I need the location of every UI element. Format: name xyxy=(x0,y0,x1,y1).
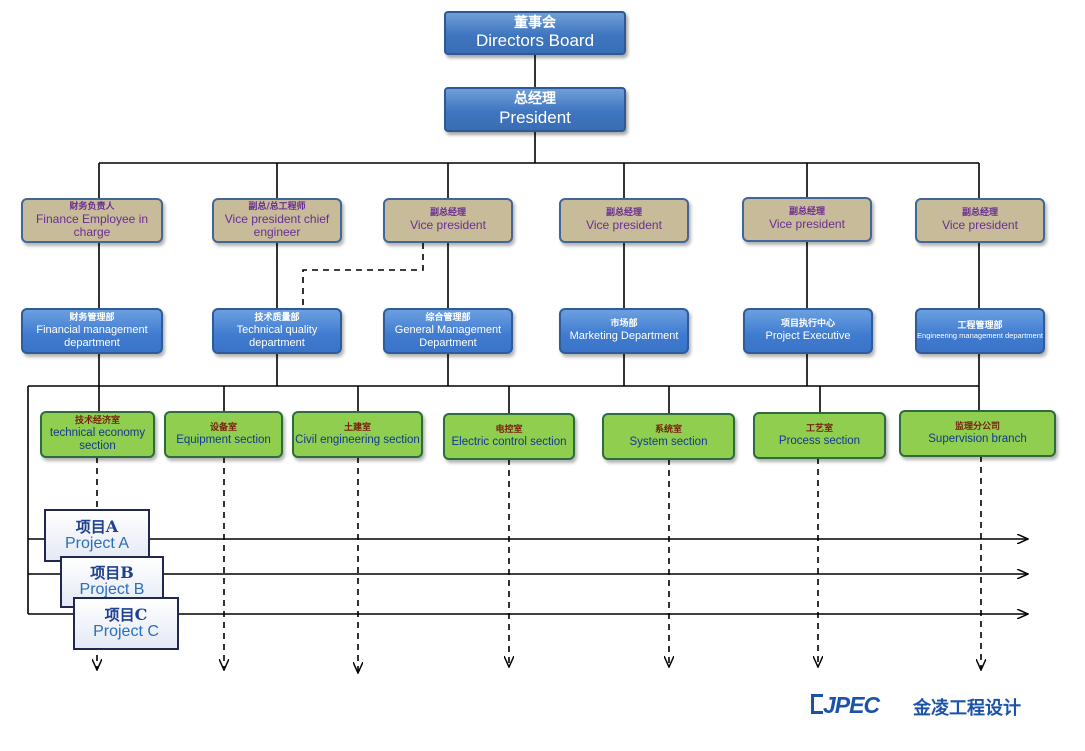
dashed-link-line xyxy=(302,243,424,309)
president-box: 总经理 President xyxy=(444,87,626,132)
section-process-box: 工艺室 Process section xyxy=(753,412,886,459)
section-en: Electric control section xyxy=(451,435,567,448)
executive-en: Vice president chief engineer xyxy=(224,211,330,240)
executive-vp-chief-engineer-box: 副总/总工程师 Vice president chief engineer xyxy=(212,198,342,243)
project-c-card: 项目C Project C xyxy=(73,597,179,650)
department-cn: 综合管理部 xyxy=(425,313,471,324)
dept-engineering-management-box: 工程管理部 Engineering management department xyxy=(915,308,1045,354)
project-a-cn: 项目A xyxy=(75,516,119,536)
section-cn: 电控室 xyxy=(495,424,523,435)
section-equipment-box: 设备室 Equipment section xyxy=(164,411,283,458)
project-a-card: 项目A Project A xyxy=(44,509,150,562)
section-system-box: 系统室 System section xyxy=(602,413,735,460)
department-en: Technical quality department xyxy=(236,324,318,349)
executive-cn: 财务负责人 xyxy=(69,201,115,212)
executive-cn: 副总经理 xyxy=(961,208,998,219)
executive-cn: 副总经理 xyxy=(605,208,642,219)
executive-en: Vice president xyxy=(410,218,486,233)
section-en: Supervision branch xyxy=(928,432,1027,445)
section-cn: 土建室 xyxy=(343,422,371,433)
project-c-cn: 项目C xyxy=(104,604,148,624)
president-en: President xyxy=(499,107,571,127)
executive-en: Vice president xyxy=(769,217,845,232)
directors-board-box: 董事会 Directors Board xyxy=(444,11,626,55)
directors-board-en: Directors Board xyxy=(475,31,595,51)
executive-vp-4-box: 副总经理 Vice president xyxy=(915,198,1045,243)
executive-vp-2-box: 副总经理 Vice president xyxy=(559,198,689,243)
dept-technical-quality-box: 技术质量部 Technical quality department xyxy=(212,308,342,354)
section-cn: 工艺室 xyxy=(805,423,833,434)
logo-cn: 金凌工程设计 xyxy=(913,698,1021,719)
executive-finance-box: 财务负责人 Finance Employee in charge xyxy=(21,198,163,243)
project-b-cn: 项目B xyxy=(90,563,134,583)
dept-financial-management-box: 财务管理部 Financial management department xyxy=(21,308,163,354)
executive-vp-3-box: 副总经理 Vice president xyxy=(742,197,872,242)
section-cn: 监理分公司 xyxy=(954,421,1000,432)
section-supervision-branch-box: 监理分公司 Supervision branch xyxy=(899,410,1056,457)
department-cn: 市场部 xyxy=(610,319,638,330)
section-en: Equipment section xyxy=(176,433,271,446)
dept-marketing-box: 市场部 Marketing Department xyxy=(559,308,689,354)
department-en: General Management Department xyxy=(394,324,502,349)
directors-board-cn: 董事会 xyxy=(514,14,556,31)
executive-cn: 副总/总工程师 xyxy=(248,201,306,212)
department-en: Financial management department xyxy=(36,324,148,349)
section-technical-economy-box: 技术经济室 technical economy section xyxy=(40,411,155,458)
executive-en: Vice president xyxy=(942,218,1018,233)
jpec-logo: JPEC 金凌工程设计 xyxy=(811,692,1043,719)
project-a-en: Project A xyxy=(64,534,130,552)
logo-mark-icon xyxy=(811,694,823,714)
executive-cn: 副总经理 xyxy=(429,208,466,219)
executive-en: Finance Employee in charge xyxy=(35,211,149,240)
project-c-en: Project C xyxy=(93,622,159,640)
department-cn: 财务管理部 xyxy=(69,313,115,324)
department-en: Project Executive xyxy=(765,330,851,343)
logo-brand: JPEC xyxy=(823,692,880,718)
department-cn: 工程管理部 xyxy=(957,321,1003,332)
section-cn: 系统室 xyxy=(654,424,682,435)
section-electric-control-box: 电控室 Electric control section xyxy=(443,413,575,460)
section-civil-engineering-box: 土建室 Civil engineering section xyxy=(292,411,423,458)
department-en: Engineering management department xyxy=(917,331,1043,341)
section-en: technical economy section xyxy=(49,427,146,453)
executive-en: Vice president xyxy=(586,218,662,233)
executive-vp-1-box: 副总经理 Vice president xyxy=(383,198,513,243)
section-en: Civil engineering section xyxy=(295,433,420,446)
department-en: Marketing Department xyxy=(569,330,679,343)
project-b-en: Project B xyxy=(79,581,145,598)
section-cn: 技术经济室 xyxy=(74,416,120,427)
dept-project-executive-box: 项目执行中心 Project Executive xyxy=(743,308,873,354)
department-cn: 技术质量部 xyxy=(254,313,300,324)
president-cn: 总经理 xyxy=(514,91,556,108)
department-cn: 项目执行中心 xyxy=(780,319,835,330)
executive-cn: 副总经理 xyxy=(788,207,825,218)
section-cn: 设备室 xyxy=(209,422,237,433)
dept-general-management-box: 综合管理部 General Management Department xyxy=(383,308,513,354)
section-en: Process section xyxy=(778,434,861,447)
section-en: System section xyxy=(629,435,708,448)
